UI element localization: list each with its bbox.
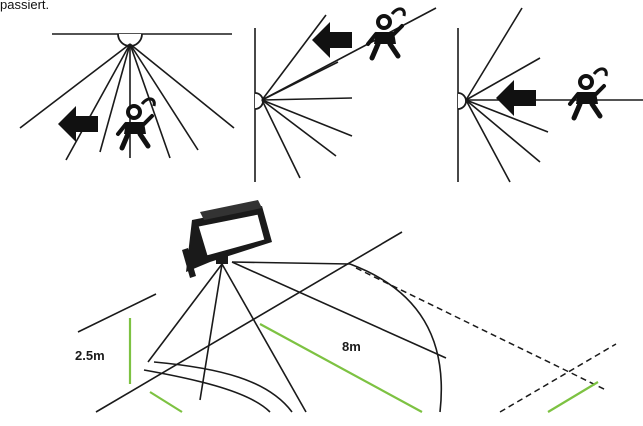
walking-person-icon xyxy=(570,69,606,118)
arrow-left-icon xyxy=(312,22,352,58)
measurement-lines xyxy=(128,318,599,413)
arrow-left-icon xyxy=(496,80,536,116)
caption-text: passiert. xyxy=(0,0,50,12)
detection-fan xyxy=(19,43,235,161)
panel-floodlight-range: 2.5m 8m xyxy=(75,200,617,413)
panel-wall-sensor-direct xyxy=(457,7,643,183)
walking-person-icon xyxy=(368,9,404,58)
wall-top-line xyxy=(77,293,157,333)
range-dashed-lines xyxy=(355,267,617,413)
motion-sensor-icon xyxy=(216,256,228,264)
motion-sensor-icon xyxy=(457,92,467,110)
wall-base-line xyxy=(95,231,403,413)
height-label: 2.5m xyxy=(75,348,105,363)
floodlight-icon xyxy=(182,200,272,278)
walking-person-icon xyxy=(118,99,154,148)
panel-wall-sensor-diagonal xyxy=(254,7,437,182)
detection-fan xyxy=(465,7,643,183)
detection-fan xyxy=(261,7,437,179)
range-marker xyxy=(259,323,423,413)
detection-beams xyxy=(143,261,447,413)
panel-ceiling-sensor xyxy=(19,33,235,161)
range-label: 8m xyxy=(342,339,361,354)
